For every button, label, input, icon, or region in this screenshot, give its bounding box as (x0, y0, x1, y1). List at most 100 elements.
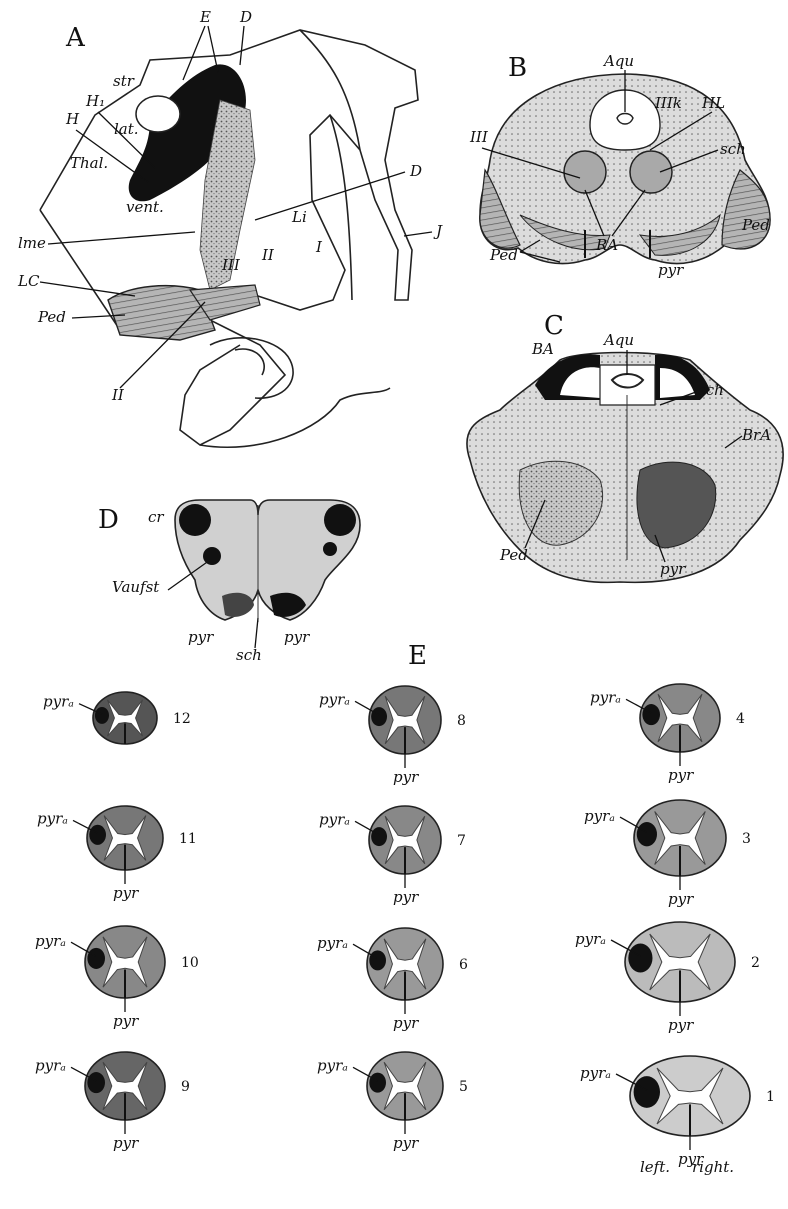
label-pyr: pyr (113, 884, 139, 902)
panel-e-letter: E (408, 641, 427, 671)
a-label-ped: Ped (37, 308, 66, 326)
a-label-ii-bot: II (111, 386, 125, 404)
label-pyr-a: pyrₐ (575, 930, 606, 948)
label-pyr-a: pyrₐ (319, 691, 350, 709)
label-pyr-a: pyrₐ (317, 934, 348, 952)
panel-d-letter: D (98, 505, 119, 535)
a-label-vent: vent. (126, 198, 164, 216)
label-pyr: pyr (668, 766, 694, 784)
section-number: 3 (742, 831, 751, 847)
label-pyr: pyr (668, 890, 694, 908)
section-number: 12 (173, 711, 191, 727)
cord-section-4: 4 pyrₐ pyr (590, 684, 745, 784)
cord-section-2: 2 pyrₐ pyr (575, 922, 760, 1034)
cord-section-11: 11 pyrₐ pyr (37, 806, 197, 902)
a-label-iii: III (221, 256, 241, 274)
label-pyr-a: pyrₐ (37, 810, 68, 828)
label-pyr: pyr (393, 768, 419, 786)
pyramidal-tract-lesion (637, 822, 657, 846)
label-pyr-a: pyrₐ (590, 689, 621, 707)
section-number: 11 (179, 831, 197, 847)
section-number: 6 (459, 957, 468, 973)
d-label-vaufst: Vaufst (112, 578, 160, 596)
pyramidal-tract-lesion (95, 707, 109, 724)
d-label-cr: cr (148, 508, 164, 526)
panel-b: B Aqu IIIk HL III sch Ped Ped RA pyr (469, 52, 770, 279)
label-pyr-a: pyrₐ (319, 811, 350, 829)
section-number: 4 (736, 711, 745, 727)
c-label-pyr: pyr (660, 560, 686, 578)
panel-e: E 12pyrₐ11pyrₐpyr10pyrₐpyr9pyrₐpyr8pyrₐp… (35, 641, 775, 1176)
label-pyr-a: pyrₐ (43, 692, 74, 710)
section-number: 5 (459, 1079, 468, 1095)
a-label-ii-mid: II (261, 246, 275, 264)
label-pyr-a: pyrₐ (317, 1057, 348, 1075)
d-label-sch: sch (236, 646, 262, 664)
label-pyr-a: pyrₐ (35, 1057, 66, 1075)
pyramidal-tract-lesion (369, 1073, 386, 1093)
a-label-h: H (65, 110, 80, 128)
c-label-ped: Ped (499, 546, 528, 564)
a-label-d-top: D (239, 8, 252, 26)
section-number: 7 (457, 833, 466, 849)
c-label-bra: BrA (741, 426, 771, 444)
b-label-ped-right: Ped (741, 216, 770, 234)
b-label-ped-left: Ped (489, 246, 518, 264)
panel-c-letter: C (544, 311, 564, 341)
panel-c: C BA Aqu sch BrA Ped pyr (467, 311, 783, 582)
cord-section-10: 10 pyrₐ pyr (35, 926, 199, 1030)
e-label-right: right. (692, 1158, 734, 1176)
cord-section-3: 3 pyrₐ pyr (584, 800, 751, 908)
a-label-h1: H₁ (85, 92, 105, 110)
label-pyr: pyr (393, 1014, 419, 1032)
section-number: 9 (181, 1079, 190, 1095)
c-label-sch: sch (698, 381, 724, 399)
d-label-pyr-right: pyr (284, 628, 310, 646)
pyramidal-tract-lesion (87, 948, 105, 969)
a-label-thal: Thal. (70, 154, 108, 172)
pyramidal-tract-lesion (369, 950, 386, 970)
cord-section-12: 12 pyrₐ (43, 692, 191, 744)
section-number: 2 (751, 955, 760, 971)
cord-section-8: 8 pyrₐ pyr (319, 686, 466, 786)
b-label-hl: HL (701, 94, 725, 112)
panel-d: D cr Vaufst pyr sch pyr (98, 500, 360, 664)
a-label-j: J (433, 222, 443, 240)
b-label-aqu: Aqu (602, 52, 634, 70)
label-pyr-a: pyrₐ (35, 932, 66, 950)
c-label-ba: BA (531, 340, 554, 358)
label-pyr-a: pyrₐ (584, 807, 615, 825)
pyramidal-tract-lesion (87, 1072, 105, 1093)
cord-section-6: 6 pyrₐ pyr (317, 928, 468, 1032)
a-label-lat: lat. (114, 120, 139, 138)
b-label-iii: III (469, 128, 489, 146)
label-pyr: pyr (393, 1134, 419, 1152)
section-number: 8 (457, 713, 466, 729)
section-number: 1 (766, 1089, 775, 1105)
label-pyr-a: pyrₐ (580, 1064, 611, 1082)
e-label-left: left. (640, 1158, 670, 1176)
b-label-sch: sch (720, 140, 746, 158)
a-label-lme: lme (18, 234, 46, 252)
pyramidal-tract-lesion (642, 704, 660, 725)
pyramidal-tract-lesion (371, 707, 387, 726)
panel-b-letter: B (508, 53, 527, 83)
a-label-lc: LC (17, 272, 40, 290)
label-pyr: pyr (393, 888, 419, 906)
label-pyr: pyr (113, 1134, 139, 1152)
b-label-ra: RA (595, 236, 618, 254)
c-label-aqu: Aqu (602, 331, 634, 349)
label-pyr: pyr (113, 1012, 139, 1030)
pyramidal-tract-lesion (89, 825, 106, 845)
pyramidal-tract-lesion (634, 1076, 660, 1108)
panel-a: A E D str H₁ H lat. Thal. vent. D Li I (17, 8, 443, 447)
pyramidal-tract-lesion (628, 943, 652, 972)
a-label-i: I (315, 238, 323, 256)
d-label-pyr-left: pyr (188, 628, 214, 646)
b-label-iiik: IIIk (654, 94, 682, 112)
pyramidal-tract-lesion (371, 827, 387, 846)
section-number: 10 (181, 955, 199, 971)
a-label-e: E (199, 8, 211, 26)
label-pyr: pyr (668, 1016, 694, 1034)
